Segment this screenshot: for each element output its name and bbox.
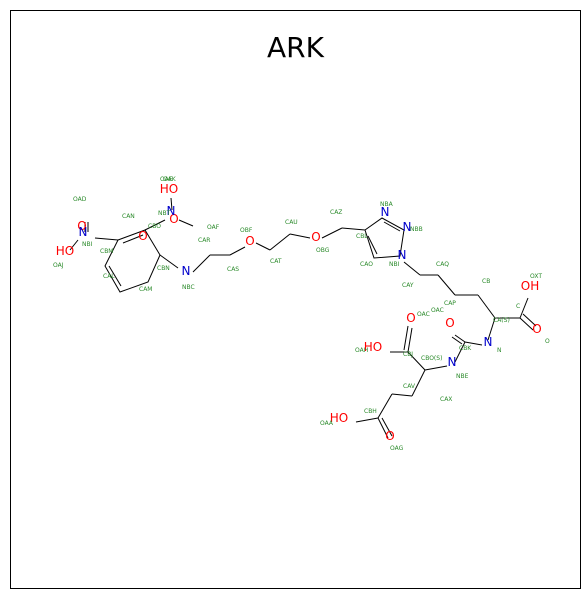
carbon-label: CAT (270, 258, 282, 265)
atom-symbol: O (77, 219, 86, 233)
atom-label: OAC (431, 307, 444, 314)
molecule-title: ARK (267, 31, 324, 64)
atom-symbol: HO (160, 182, 178, 196)
atom-symbol: N (448, 355, 457, 369)
atom-symbol: N (167, 204, 176, 218)
atom-symbol: O (385, 429, 394, 443)
atom-symbol: N (79, 225, 88, 239)
atom-label: OAK (163, 176, 177, 183)
carbon-label: CBM (100, 248, 113, 255)
atom-label: NBT (158, 210, 171, 217)
diagram-frame: ARK (10, 10, 581, 589)
atom-label: OXT (530, 273, 542, 280)
atom-label: OBF (240, 227, 253, 234)
carbon-label: C (516, 303, 520, 310)
carbon-label: CBO (148, 223, 161, 230)
atom-symbol: O (532, 322, 541, 336)
atom-symbol: OH (521, 279, 539, 293)
triazole-ring (364, 217, 405, 259)
atom-symbol: O (311, 230, 320, 244)
atom-symbol: HO (56, 244, 74, 258)
atom-label: OAA (320, 420, 334, 427)
atom-symbol: N (403, 220, 412, 234)
atom-symbol: N (381, 205, 390, 219)
carbon-label: CB (482, 278, 490, 285)
atom-symbol: HO (364, 340, 382, 354)
atom-label: OAF (207, 224, 220, 231)
carbon-label: CAZ (330, 209, 342, 216)
atom-label: NBI (82, 241, 93, 248)
atom-symbol: O (406, 311, 415, 325)
atom-symbol: O (245, 234, 254, 248)
atom-label: O (545, 338, 550, 345)
carbon-label: CAV (403, 383, 416, 390)
carbon-label: CBH (364, 408, 377, 415)
atom-symbol: O (445, 316, 454, 330)
carbon-label: CAP (444, 300, 456, 307)
carbon-label: CAR (198, 237, 210, 244)
carbon-label: CBL (356, 233, 368, 240)
carbon-label: CBK (459, 345, 472, 352)
carbon-label: CBJ (403, 351, 413, 358)
carbon-label: CAY (402, 282, 414, 289)
atom-label: NBE (456, 373, 469, 380)
bonds (69, 197, 537, 439)
atom-symbol: O (138, 229, 147, 243)
atom-label: NBA (380, 201, 394, 208)
carbon-label: CBN (157, 265, 170, 272)
atom-label: NBC (182, 284, 195, 291)
atom-symbol: O (169, 212, 178, 226)
atom-label: OAJ (53, 262, 64, 269)
carbon-label: CAQ (436, 261, 449, 268)
carbon-label: CAN (122, 213, 135, 220)
carbon-label: CAO (360, 261, 373, 268)
carbon-label: CBO(S) (421, 355, 442, 362)
carbon-label: CAX (440, 396, 452, 403)
atom-label: OAE (160, 176, 173, 183)
atom-symbol: N (484, 335, 493, 349)
atom-symbol: N (182, 264, 191, 278)
atom-label: N (497, 347, 502, 354)
atom-label: OAG (390, 445, 404, 452)
atom-label: OAH (355, 347, 368, 354)
carbon-label: CA(S) (493, 317, 510, 324)
carbon-label: CAS (227, 266, 239, 273)
atom-label: NBI (389, 261, 400, 268)
carbon-label: CAL (103, 273, 115, 280)
carbon-label: CAM (139, 286, 152, 293)
atom-label: OBG (316, 247, 330, 254)
carbon-atom-labels: CANCBOCBMCALCAMCBNCARCASCATCAUCAZCBLCAOC… (100, 209, 520, 415)
atom-label: NBB (410, 226, 423, 233)
atom-symbol: HO (330, 411, 348, 425)
carbon-label: CAU (285, 219, 298, 226)
atom-symbol: N (398, 248, 407, 262)
atom-label: OAC (417, 311, 430, 318)
atom-label: OAD (73, 196, 87, 203)
